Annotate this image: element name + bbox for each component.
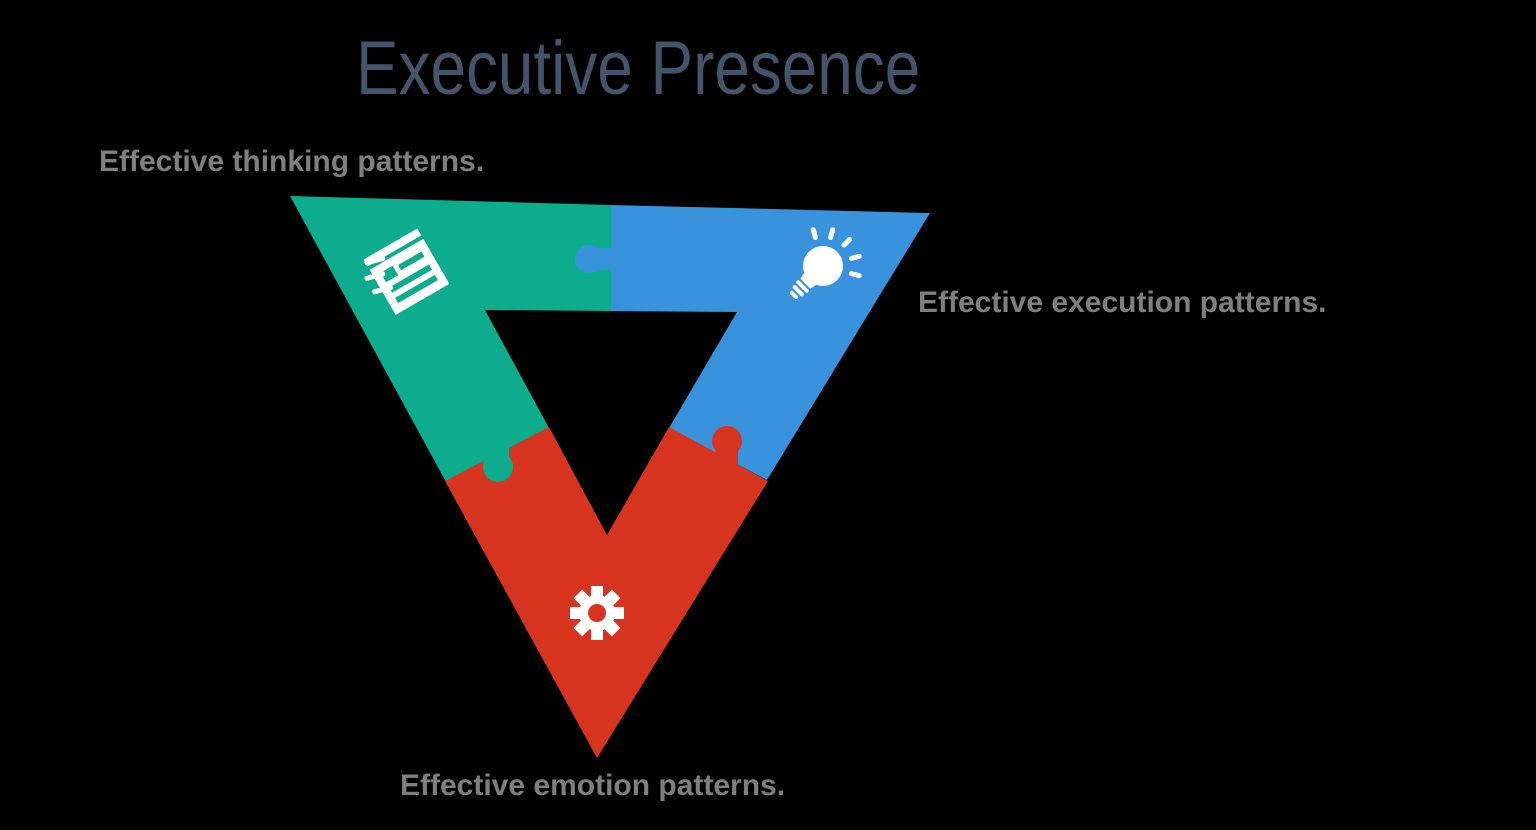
puzzle-piece-emotion [445, 427, 768, 758]
gear-icon [570, 586, 624, 640]
flying-report-icon [363, 228, 450, 315]
green-knob [483, 440, 513, 482]
puzzle-piece-thinking [290, 196, 612, 482]
red-knob [712, 426, 742, 472]
label-thinking: Effective thinking patterns. [99, 145, 485, 178]
speed-lines-icon [364, 255, 393, 295]
label-execution: Effective execution patterns. [918, 286, 1327, 319]
blue-knob [575, 245, 614, 273]
puzzle-piece-execution [611, 205, 930, 480]
label-emotion: Effective emotion patterns. [400, 769, 786, 802]
page-title: Executive Presence [356, 26, 921, 111]
lightbulb-icon [789, 227, 862, 300]
gear-hole [588, 604, 606, 622]
